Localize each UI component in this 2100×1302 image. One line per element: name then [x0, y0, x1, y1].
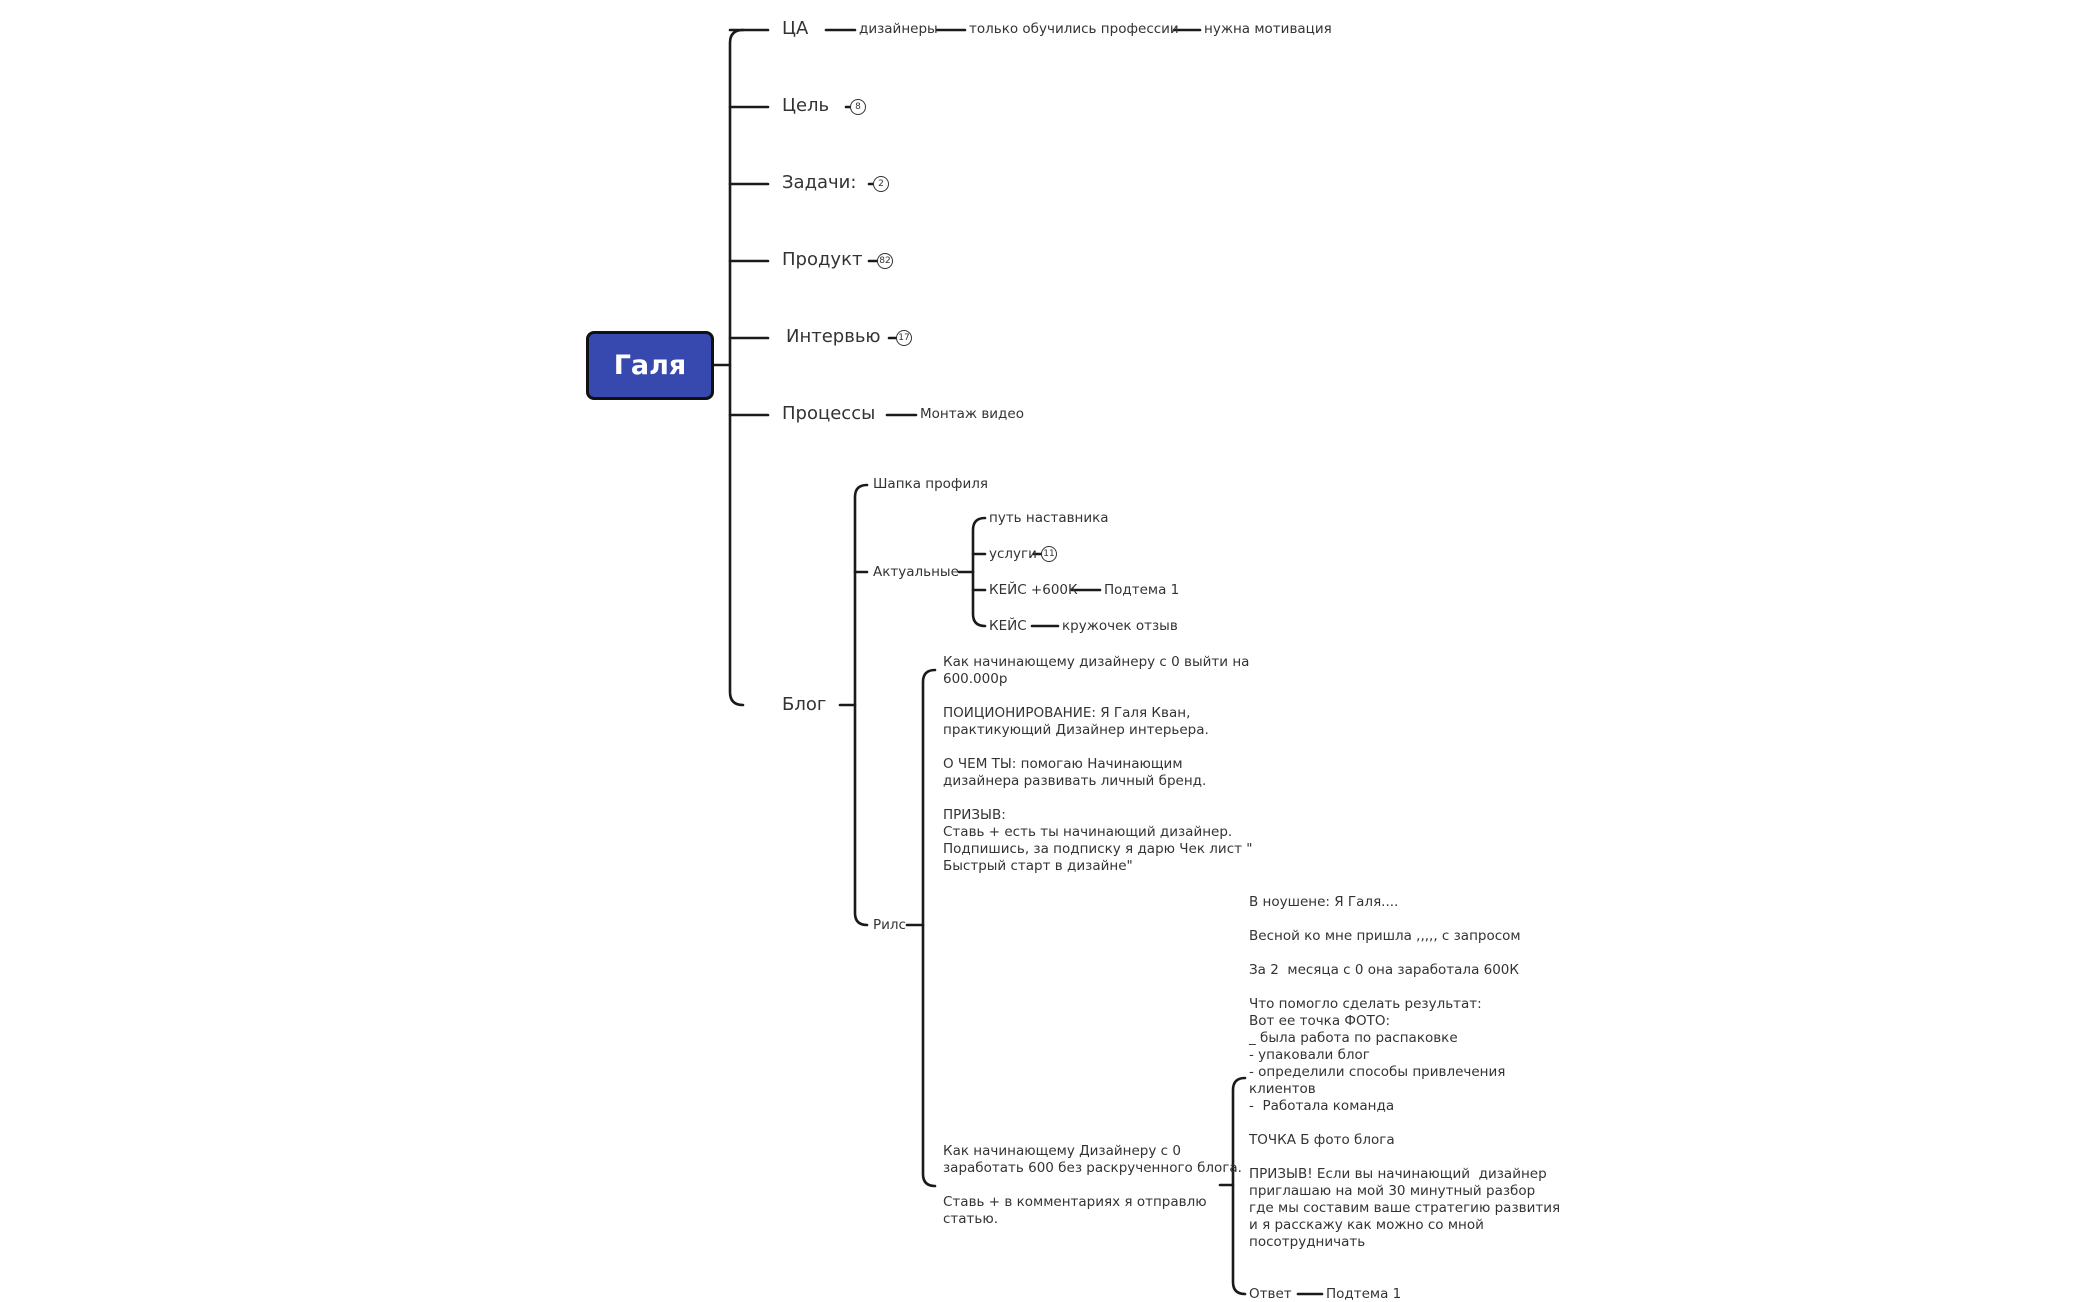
blog-profile-header[interactable]: Шапка профиля: [873, 476, 988, 492]
branch-ca-label: ЦА: [782, 18, 809, 39]
branch-blog[interactable]: Блог: [782, 696, 826, 714]
branch-product[interactable]: Продукт: [782, 251, 862, 269]
root-node[interactable]: Галя: [586, 331, 714, 400]
connector-item2-spine: [1231, 1076, 1247, 1296]
ca-child-designers[interactable]: дизайнеры: [859, 21, 938, 37]
actual-item-mentor-path[interactable]: путь наставника: [989, 510, 1109, 526]
branch-tasks[interactable]: Задачи:: [782, 174, 856, 192]
reels-item-2-answer[interactable]: Ответ: [1249, 1286, 1292, 1302]
branch-ca[interactable]: ЦА: [782, 20, 808, 38]
reels-item-2[interactable]: Как начинающему Дизайнеру с 0 заработать…: [943, 1143, 1242, 1227]
actual-item-case-600k[interactable]: КЕЙС +600К: [989, 582, 1078, 598]
blog-reels[interactable]: Рилс: [873, 917, 906, 933]
actual-item-services[interactable]: услуги: [989, 546, 1037, 562]
case-child-circle-review[interactable]: кружочек отзыв: [1062, 618, 1178, 634]
collapsed-count-badge-product[interactable]: 82: [877, 253, 893, 269]
root-label: Галя: [613, 350, 687, 381]
collapsed-count-badge-goal[interactable]: 8: [850, 99, 866, 115]
actual-item-case[interactable]: КЕЙС: [989, 618, 1027, 634]
branch-interview-label: Интервью: [786, 326, 881, 347]
answer-child[interactable]: Подтема 1: [1326, 1286, 1402, 1302]
branch-blog-label: Блог: [782, 694, 827, 715]
branch-tasks-label: Задачи:: [782, 172, 857, 193]
branch-goal-label: Цель: [782, 95, 830, 116]
connector-reels-spine: [921, 668, 937, 1188]
branch-goal[interactable]: Цель: [782, 97, 829, 115]
connector-root-spine: [728, 28, 745, 707]
branch-processes-label: Процессы: [782, 403, 876, 424]
reels-item-2-script[interactable]: В ноушене: Я Галя.... Весной ко мне приш…: [1249, 894, 1561, 1250]
collapsed-count-badge-interview[interactable]: 17: [896, 330, 912, 346]
connector-blog-spine: [853, 483, 869, 927]
blog-actual[interactable]: Актуальные: [873, 564, 959, 580]
case-600k-child[interactable]: Подтема 1: [1104, 582, 1180, 598]
ca-child-just-trained[interactable]: только обучились профессии: [969, 21, 1179, 37]
collapsed-count-badge-services[interactable]: 11: [1041, 546, 1057, 562]
reels-item-1[interactable]: Как начинающему дизайнеру с 0 выйти на 6…: [943, 654, 1253, 874]
collapsed-count-badge-tasks[interactable]: 2: [873, 176, 889, 192]
processes-child-video-editing[interactable]: Монтаж видео: [920, 406, 1024, 422]
connector-actual-spine: [971, 516, 987, 628]
branch-processes[interactable]: Процессы: [782, 405, 875, 423]
branch-product-label: Продукт: [782, 249, 863, 270]
ca-child-need-motivation[interactable]: нужна мотивация: [1204, 21, 1332, 37]
branch-interview[interactable]: Интервью: [786, 328, 881, 346]
